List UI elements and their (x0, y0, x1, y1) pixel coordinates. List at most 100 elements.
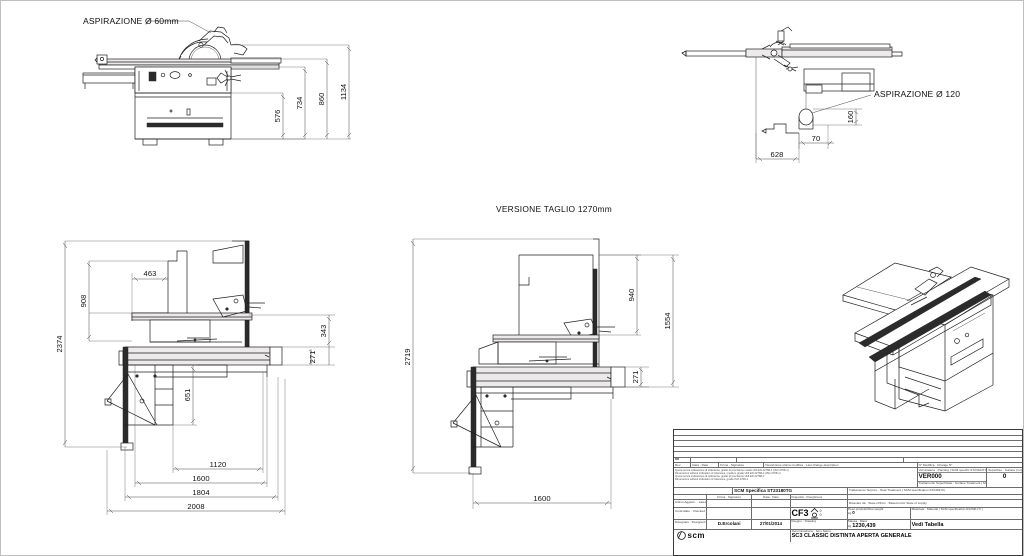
side-elevation-extended-view: 2719 1554 940 271 1600 (401, 229, 691, 519)
dimension-group: 2719 1554 940 271 1600 (403, 238, 679, 509)
machine-foot (208, 138, 224, 146)
label-supply-state: Ricavare da · State of/from · Based on/o… (847, 500, 1022, 508)
dimension-group: 2374 908 463 343 271 (55, 240, 335, 515)
painting-value: VER000 (918, 472, 942, 480)
item-name-cell: Denominazione · Item Name SC3 CLASSIC DI… (791, 530, 1022, 542)
label-roughness: Rugosità · Roughness (790, 495, 848, 501)
label-latest-release: Ultimo Aggiorn. · Latest release (674, 500, 708, 508)
fence-rail (685, 50, 747, 57)
item-name: SC3 CLASSIC DISTINTA APERTA GENERALE (791, 533, 912, 540)
side-elevation-view: ASPIRAZIONE Ø 120 160 70 628 (666, 26, 1016, 179)
label-date: Data · Date (691, 463, 720, 469)
dim-160: 160 (846, 111, 855, 124)
revision-row (674, 452, 1022, 458)
saw-blade (188, 44, 222, 62)
revision-row (674, 441, 1022, 447)
machining-symbol-icon (810, 507, 818, 519)
note-aspirazione-60: ASPIRAZIONE Ø 60mm (83, 16, 179, 26)
dim-2008: 2008 (187, 502, 204, 511)
spec-reference: SCM Specifica ST23180TG (733, 488, 848, 496)
note-aspirazione-120: ASPIRAZIONE Ø 120 (874, 89, 960, 99)
checked-by-signature (707, 507, 753, 520)
dim-576: 576 (273, 110, 282, 123)
label-designed-by: Disegnato · Designed by (674, 519, 708, 530)
spec-spacer (674, 488, 734, 496)
sliding-table (492, 334, 600, 343)
tolerance-notes: Quote senza indicazione di tolleranza, g… (674, 468, 918, 489)
label-change-number: N° Modifica · Change N° (917, 463, 1022, 469)
checked-by-date (752, 507, 791, 520)
support-column (592, 268, 598, 368)
dim-734: 734 (295, 97, 304, 110)
slide-rail (122, 346, 129, 448)
roughness-value (790, 500, 848, 508)
scm-logo-icon (677, 531, 686, 541)
revision-number: 00 (674, 457, 692, 464)
front-elevation-view: 576 734 860 1134 ASPIRAZIONE Ø 60mm (71, 15, 361, 165)
label-rev: Rev (674, 463, 692, 469)
thermal-spacer (847, 495, 1022, 501)
support-column (244, 240, 250, 352)
label-draw: Disegno · Drawing (790, 519, 816, 523)
dim-628: 628 (771, 150, 784, 159)
dim-1600: 1600 (533, 494, 550, 503)
designer-name: D.Ercolani (717, 521, 741, 527)
drawing-code: CF3 (791, 507, 809, 518)
machine-foot (120, 442, 134, 451)
revision-row (674, 436, 1022, 442)
scm-logo-text: scm (687, 530, 706, 540)
label-surface: Superficie · Surface (m²) (987, 468, 1022, 474)
drawing-code-cell: CF3 0 0 (790, 507, 848, 520)
label-thermal-treatment: Trattamento Termico · Heat Treatment | S… (847, 488, 1022, 496)
dim-463: 463 (144, 269, 157, 278)
machine-foot (468, 466, 482, 475)
dim-1134: 1134 (339, 84, 348, 100)
blade-guard (906, 266, 944, 306)
dim-940: 940 (627, 289, 636, 302)
dim-651: 651 (183, 389, 192, 402)
tolerance-note-3: Quote senza indicazione di tolleranza, g… (675, 475, 765, 479)
note-leader (147, 20, 212, 34)
dim-860: 860 (317, 93, 326, 106)
label-mass-unit: kg (847, 525, 852, 529)
label-data: Data · Date (752, 495, 791, 501)
title-block: 00 Rev Data · Date Firma · Signature Des… (673, 429, 1023, 556)
ventilation-grille (146, 122, 224, 128)
dust-port (798, 108, 814, 126)
dim-1554: 1554 (663, 313, 672, 330)
note-versione-taglio: VERSIONE TAGLIO 1270mm (496, 201, 656, 217)
dim-908: 908 (79, 295, 88, 308)
dim-343: 343 (319, 325, 328, 338)
label-mass: Massa · Mass (847, 519, 868, 523)
note-leader (811, 94, 872, 114)
label-painting: Verniciatura · Painting | SCM specific S… (917, 468, 987, 474)
revision-cell (903, 458, 1022, 464)
revision-cell (691, 457, 737, 464)
dim-70: 70 (812, 134, 821, 143)
carriage-beam (124, 346, 271, 366)
flow-weight-value: 0 (852, 510, 855, 516)
carriage-beam (472, 366, 612, 388)
flow-weight-cell: Peso prodotto/flow weight kg 0 (847, 507, 911, 520)
latest-release-signature (707, 500, 753, 508)
svg-text:VERSIONE TAGLIO 1270mm: VERSIONE TAGLIO 1270mm (496, 204, 612, 214)
label-firma: Firma · Signature (707, 495, 753, 501)
mass-cell: Massa · Mass kg 1230,439 (847, 519, 911, 530)
label-flow-weight: Peso prodotto/flow weight (847, 507, 884, 511)
dim-1120: 1120 (210, 460, 227, 469)
revision-row (674, 447, 1022, 453)
dim-1804: 1804 (192, 488, 209, 497)
blade-guard (178, 26, 248, 62)
signature-spacer (674, 495, 708, 501)
label-material: Materiale · Material | SCM specification… (910, 508, 1022, 520)
mass-value: 1230,439 (852, 523, 876, 530)
dimension-group: 576 734 860 1134 (231, 44, 352, 140)
label-last-change: Descrizione ultima modifica · Last chang… (764, 463, 918, 469)
quantity-value: 0 (819, 513, 822, 518)
revision-cell (736, 457, 904, 464)
revision-row (674, 430, 1022, 436)
front-elevation-extended-view: 2374 908 463 343 271 (37, 229, 357, 539)
slide-rail (470, 366, 477, 470)
machine-foot (142, 138, 158, 146)
